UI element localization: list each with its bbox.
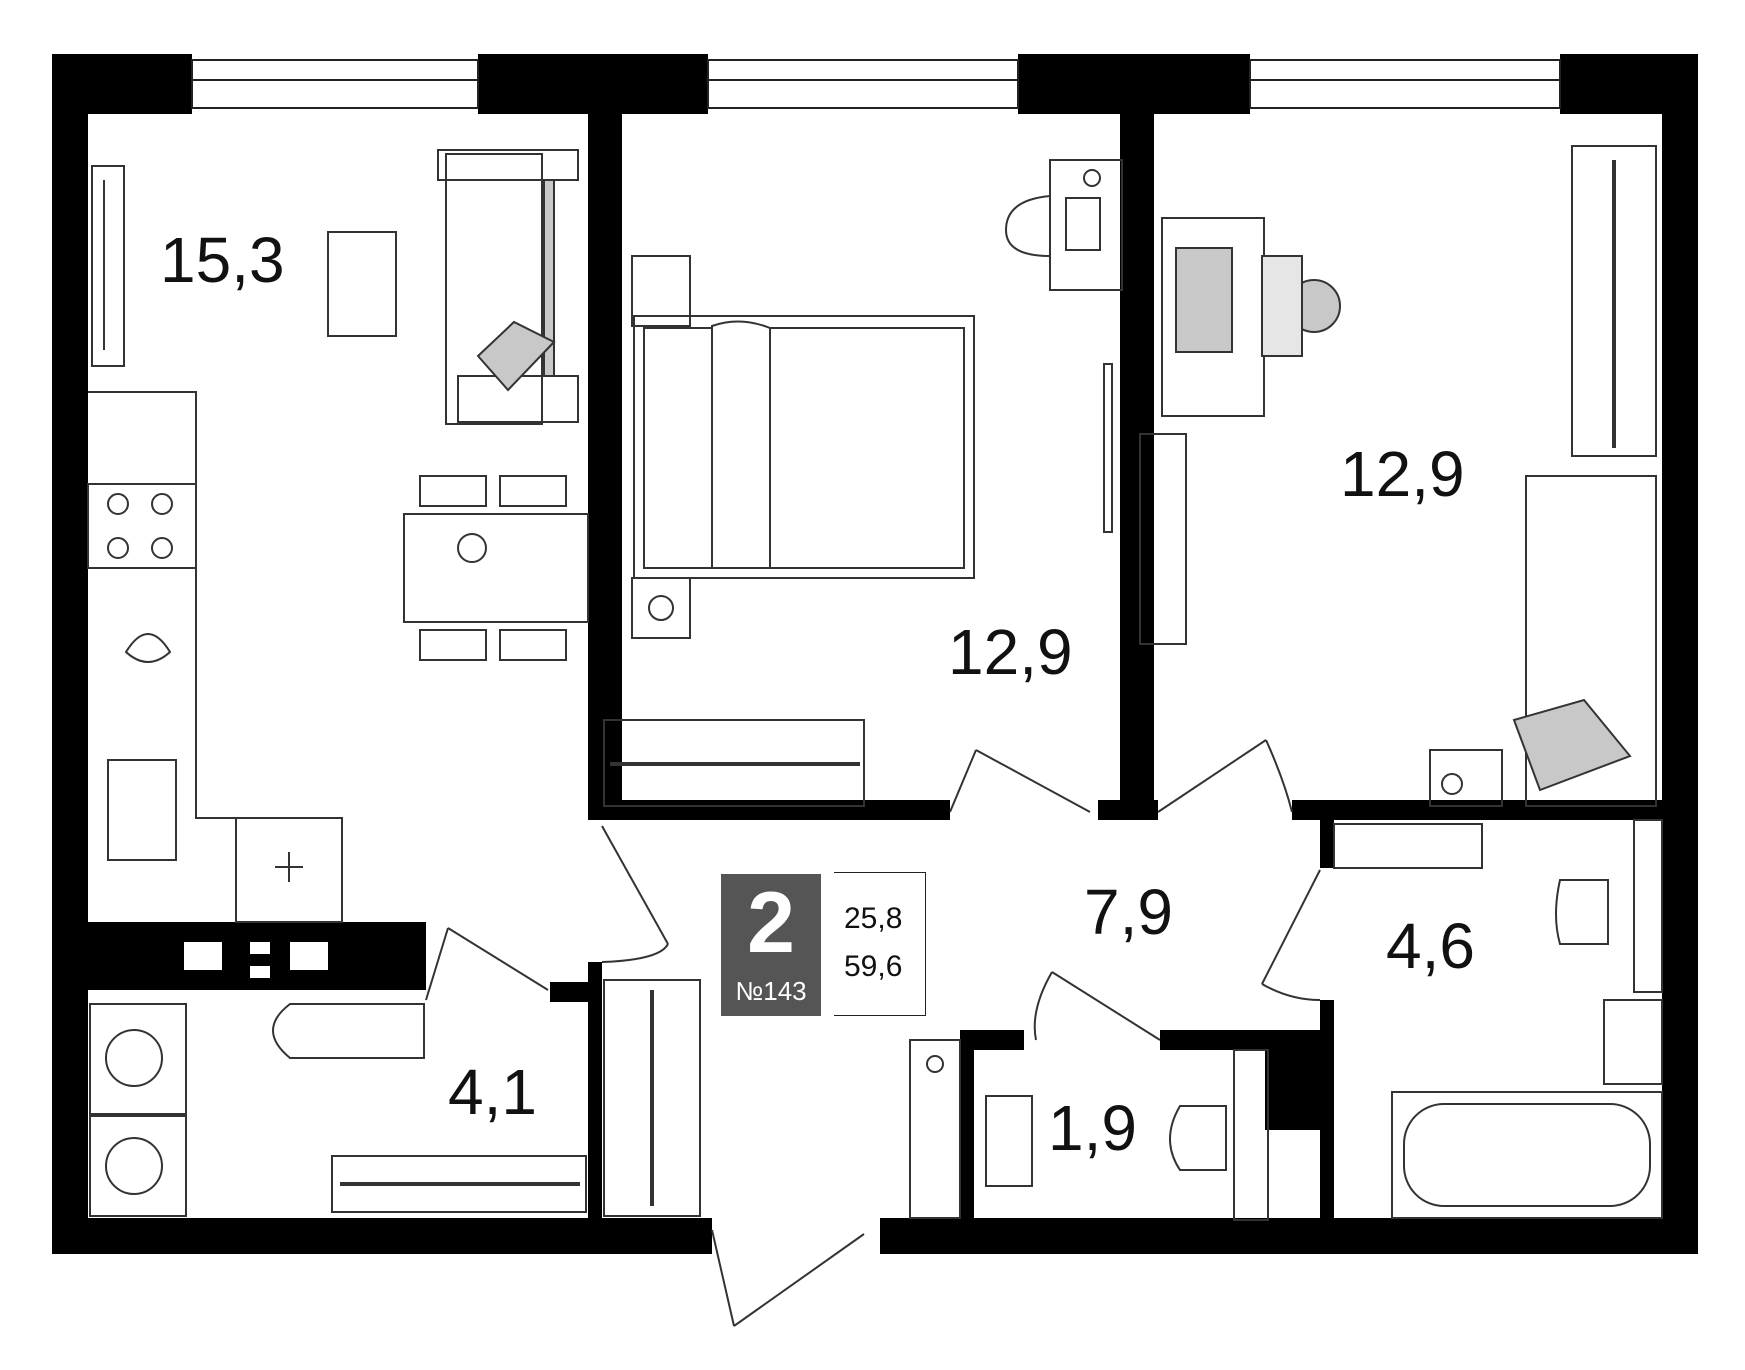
doors [425, 739, 1321, 1327]
area-summary: 25,8 59,6 [834, 872, 926, 1016]
room-area-bedroom-1: 12,9 [948, 616, 1073, 688]
apartment-badge: 2 №143 [721, 874, 821, 1016]
room-count: 2 [747, 875, 795, 971]
room-area-laundry: 4,1 [448, 1056, 537, 1128]
walls [52, 54, 1698, 1254]
apartment-number: №143 [735, 976, 807, 1006]
room-area-living-kitchen: 15,3 [160, 224, 285, 296]
furniture [87, 145, 1663, 1221]
room-area-wc: 1,9 [1048, 1092, 1137, 1164]
room-area-hall: 7,9 [1084, 876, 1173, 948]
total-area: 59,6 [844, 950, 903, 983]
windows [191, 59, 1561, 109]
room-area-bedroom-2: 12,9 [1340, 438, 1465, 510]
living-area: 25,8 [844, 902, 903, 935]
room-area-bathroom: 4,6 [1386, 910, 1475, 982]
